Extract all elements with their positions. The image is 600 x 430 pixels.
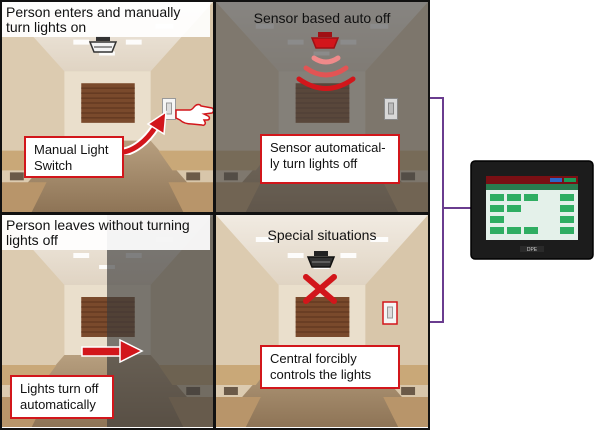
signal-waves-icon [296, 55, 356, 91]
ceiling-sensor-icon [306, 251, 336, 268]
panel-title: Person enters and manually turn lights o… [2, 2, 210, 37]
cross-icon [303, 274, 337, 304]
arrow-right-icon [81, 339, 144, 363]
grid-divider-vertical [213, 0, 216, 430]
arrow-up-icon [122, 110, 167, 155]
panel-title: Person leaves without turning lights off [2, 215, 210, 250]
panel-title: Sensor based auto off [253, 10, 391, 26]
hand-pointer-icon [175, 103, 213, 126]
grid-divider-horizontal [0, 212, 430, 215]
panel-leave-lights-on: Person leaves without turning lights off… [2, 215, 213, 427]
dim-overlay-right [107, 215, 213, 427]
wall-switch-icon [384, 98, 398, 120]
panel-title: Special situations [267, 227, 377, 243]
ceiling-sensor-icon [310, 32, 340, 49]
panel-manual-on: Person enters and manually turn lights o… [2, 2, 213, 212]
ceiling-sensor-icon [88, 36, 118, 53]
callout-central-control: Central forcibly controls the lights [260, 345, 400, 389]
panel-special-situations: Special situations Central forcibly cont… [216, 215, 428, 427]
wall-switch-icon [382, 301, 398, 325]
callout-auto-off: Lights turn off automatically [10, 375, 114, 419]
touch-panel-device[interactable]: DPE [470, 160, 594, 260]
callout-manual-switch: Manual Light Switch [24, 136, 124, 178]
callout-sensor-off: Sensor automatical-ly turn lights off [260, 134, 400, 184]
svg-text:DPE: DPE [527, 247, 538, 253]
panel-sensor-auto-off: Sensor based auto off Sensor automatical… [216, 2, 428, 212]
